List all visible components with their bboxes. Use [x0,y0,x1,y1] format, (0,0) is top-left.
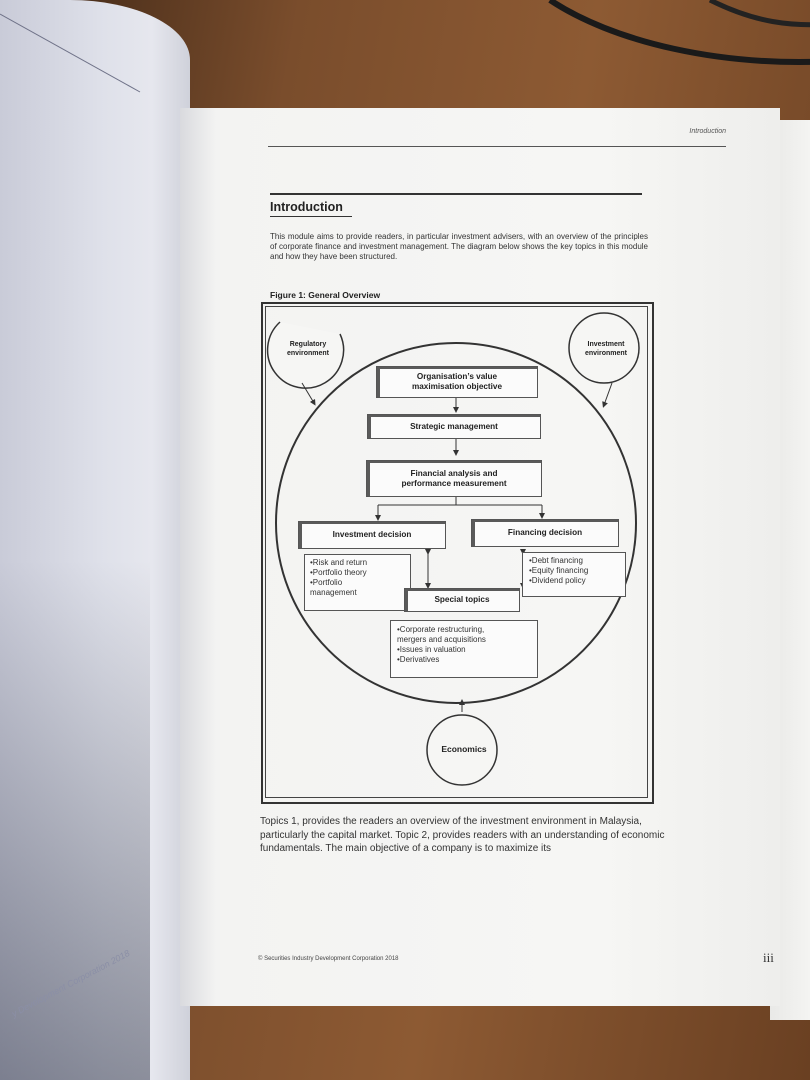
investment-item: •Risk and return [310,558,368,567]
title-rule-top [270,193,642,195]
financing-item: •Debt financing [529,556,583,565]
figure-frame-outer [261,302,654,804]
investment-items-box: •Risk and return •Portfolio theory •Port… [304,554,411,611]
cable [548,0,810,65]
special-item: •Derivatives [397,655,440,664]
page-number: iii [763,950,774,965]
section-title: Introduction [270,200,343,214]
objective-box: Organisation’s value maximisation object… [376,366,538,398]
header-rule [268,146,726,147]
body-paragraph: Topics 1, provides the readers an overvi… [260,816,665,854]
figure-title: Figure 1: General Overview [270,290,381,300]
special-items-box: •Corporate restructuring, mergers and ac… [390,620,538,678]
left-page-rule [0,13,141,93]
investment-item: •Portfolio theory [310,568,367,577]
left-page-shadow [0,560,150,1080]
regulatory-environment-label: Regulatory environment [286,341,329,357]
title-rule-bottom [270,216,352,217]
left-page: y Development Corporation 2018 [0,0,190,1080]
investment-decision-box: Investment decision [298,521,446,549]
financing-items-box: •Debt financing •Equity financing •Divid… [522,552,626,597]
special-item: •Issues in valuation [397,645,466,654]
strategic-management-box: Strategic management [367,414,541,439]
economics-label: Economics [441,744,487,754]
investment-environment-label: Investment environment [584,341,627,357]
financing-item: •Equity financing [529,566,589,575]
intro-paragraph: This module aims to provide readers, in … [270,232,648,262]
copyright-footer: © Securities Industry Development Corpor… [258,956,399,962]
figure-frame-inner [265,306,648,798]
running-head: Introduction [689,128,726,135]
financing-item: •Dividend policy [529,576,586,585]
investment-item: •Portfolio management [310,578,357,597]
special-topics-box: Special topics [404,588,520,612]
special-item: •Corporate restructuring, mergers and ac… [397,625,486,644]
financing-decision-box: Financing decision [471,519,619,547]
financial-analysis-box: Financial analysis and performance measu… [366,460,542,497]
